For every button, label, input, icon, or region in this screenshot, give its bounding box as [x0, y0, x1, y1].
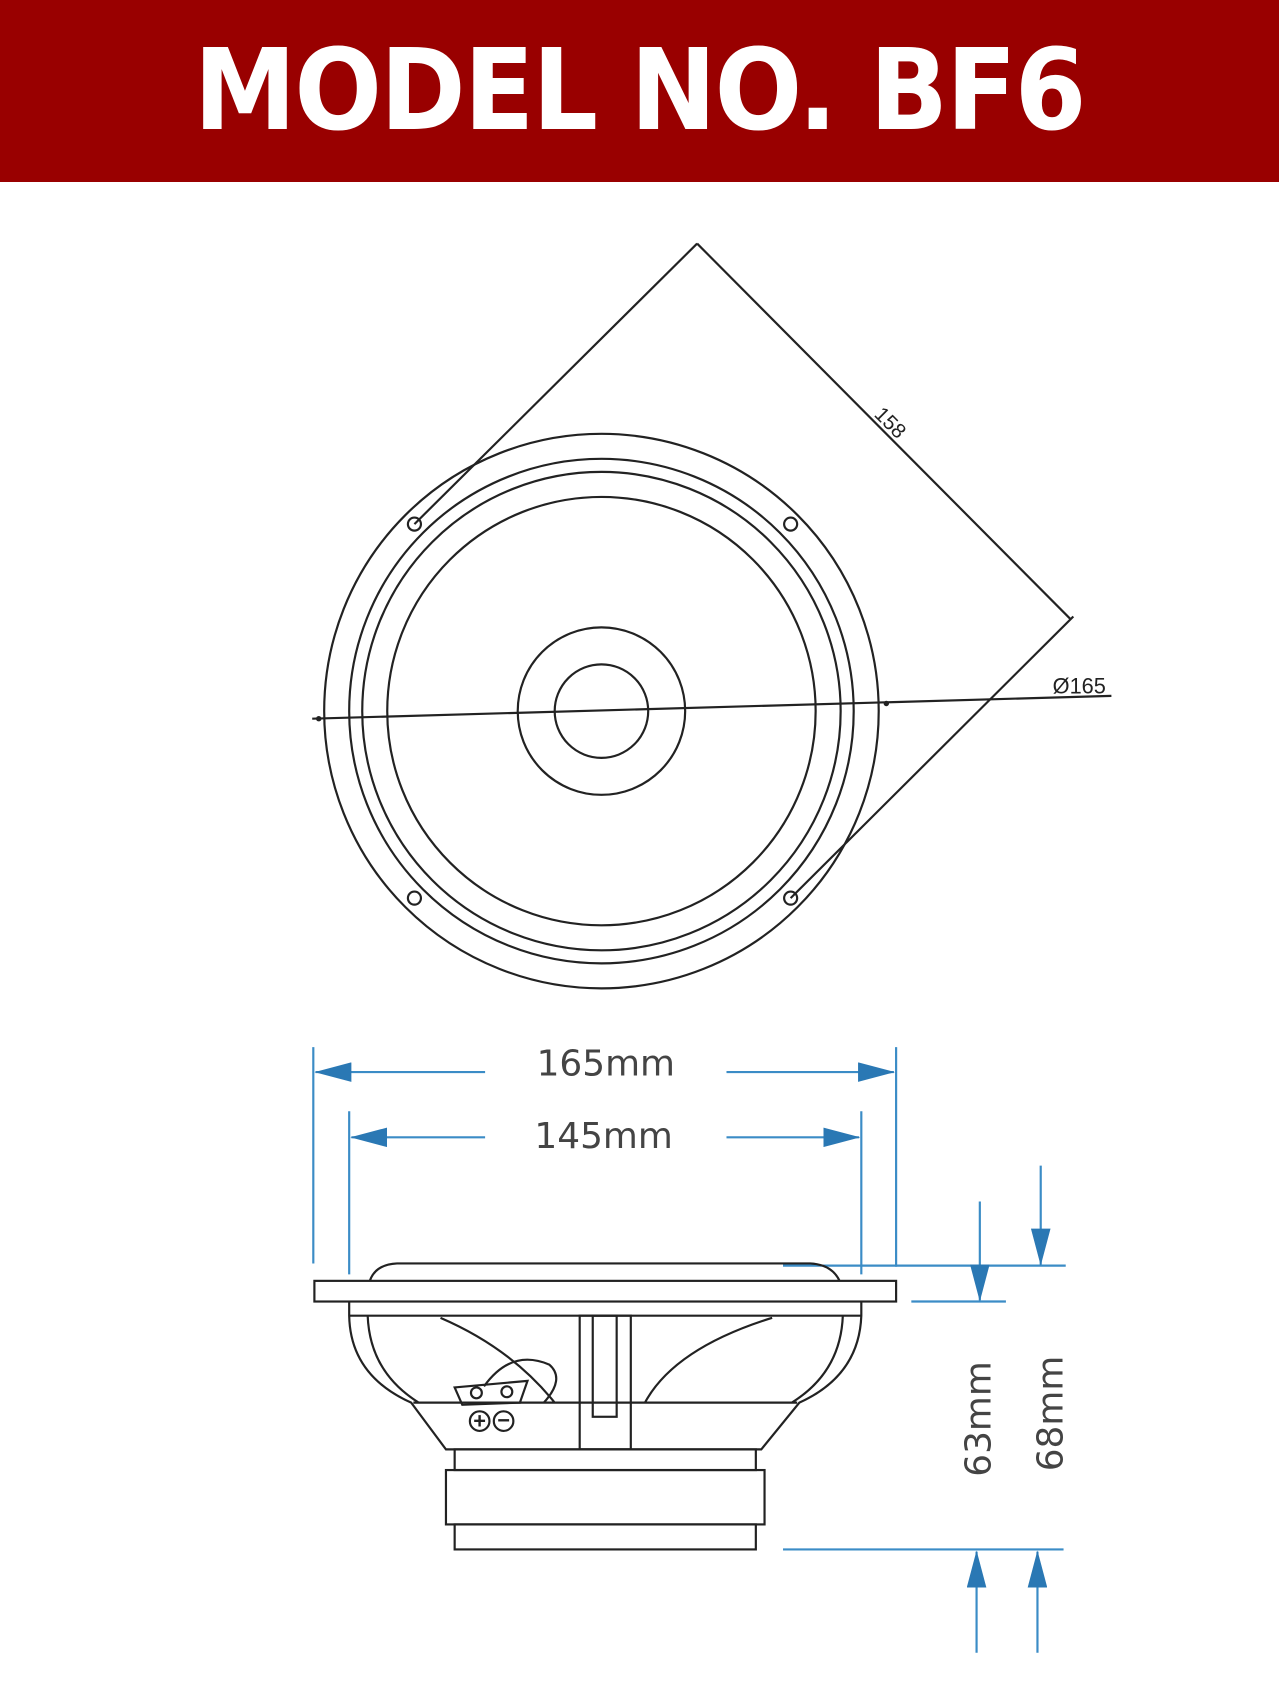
frame-ring [348, 457, 855, 965]
mounting-hole [406, 890, 423, 906]
surround-profile [368, 1262, 841, 1282]
cone-edge [386, 495, 817, 927]
cutout-width-label: 145mm [534, 1116, 672, 1157]
model-title: MODEL NO. BF6 [194, 26, 1087, 156]
model-header: MODEL NO. BF6 [0, 0, 1279, 182]
diameter-dimension-label: Ø165 [1053, 674, 1106, 699]
dimension-tick [883, 700, 890, 707]
mounting-hole [406, 516, 423, 532]
total-depth-label: 68mm [1030, 1356, 1071, 1472]
voice-coil [591, 1314, 618, 1418]
mounting-hole [783, 516, 799, 532]
side-view-dimensions: 165mm 145mm 63mm 68mm [312, 1043, 1071, 1653]
mounting-flange [313, 1279, 898, 1303]
basket-spoke [440, 1316, 556, 1404]
back-plate [453, 1523, 757, 1551]
negative-terminal-icon [492, 1410, 515, 1432]
diameter-dimension-line [312, 694, 1112, 720]
surround-ring [361, 470, 842, 952]
terminal-plate [453, 1379, 530, 1406]
mounting-hole [783, 890, 799, 906]
speaker-top-view: 158 Ø165 [312, 242, 1112, 990]
extension-line [789, 615, 1075, 899]
positive-terminal-icon [468, 1410, 491, 1432]
extension-line [413, 242, 698, 525]
diagonal-dimension-line [696, 242, 1071, 620]
pole-piece [578, 1314, 632, 1451]
basket-inner [366, 1315, 420, 1404]
magnet [444, 1468, 766, 1526]
terminal-hole [500, 1385, 514, 1399]
diagonal-dimension-label: 158 [870, 403, 911, 444]
mounting-depth-label: 63mm [959, 1361, 1000, 1477]
negative-terminal-label: − [497, 1408, 510, 1433]
frame-outer-edge [323, 432, 880, 990]
speaker-side-view: + − [313, 1262, 898, 1551]
terminal-block: + − [453, 1358, 558, 1434]
top-plate [453, 1448, 757, 1472]
dimension-tick [316, 715, 322, 722]
terminal-hole [469, 1386, 483, 1400]
outer-width-label: 165mm [537, 1043, 675, 1084]
basket-outline [348, 1301, 863, 1451]
positive-terminal-label: + [473, 1409, 486, 1434]
basket-inner [791, 1315, 844, 1404]
lead-wire [483, 1358, 558, 1404]
basket-spoke [643, 1316, 773, 1404]
dust-cap-outer [516, 626, 687, 796]
